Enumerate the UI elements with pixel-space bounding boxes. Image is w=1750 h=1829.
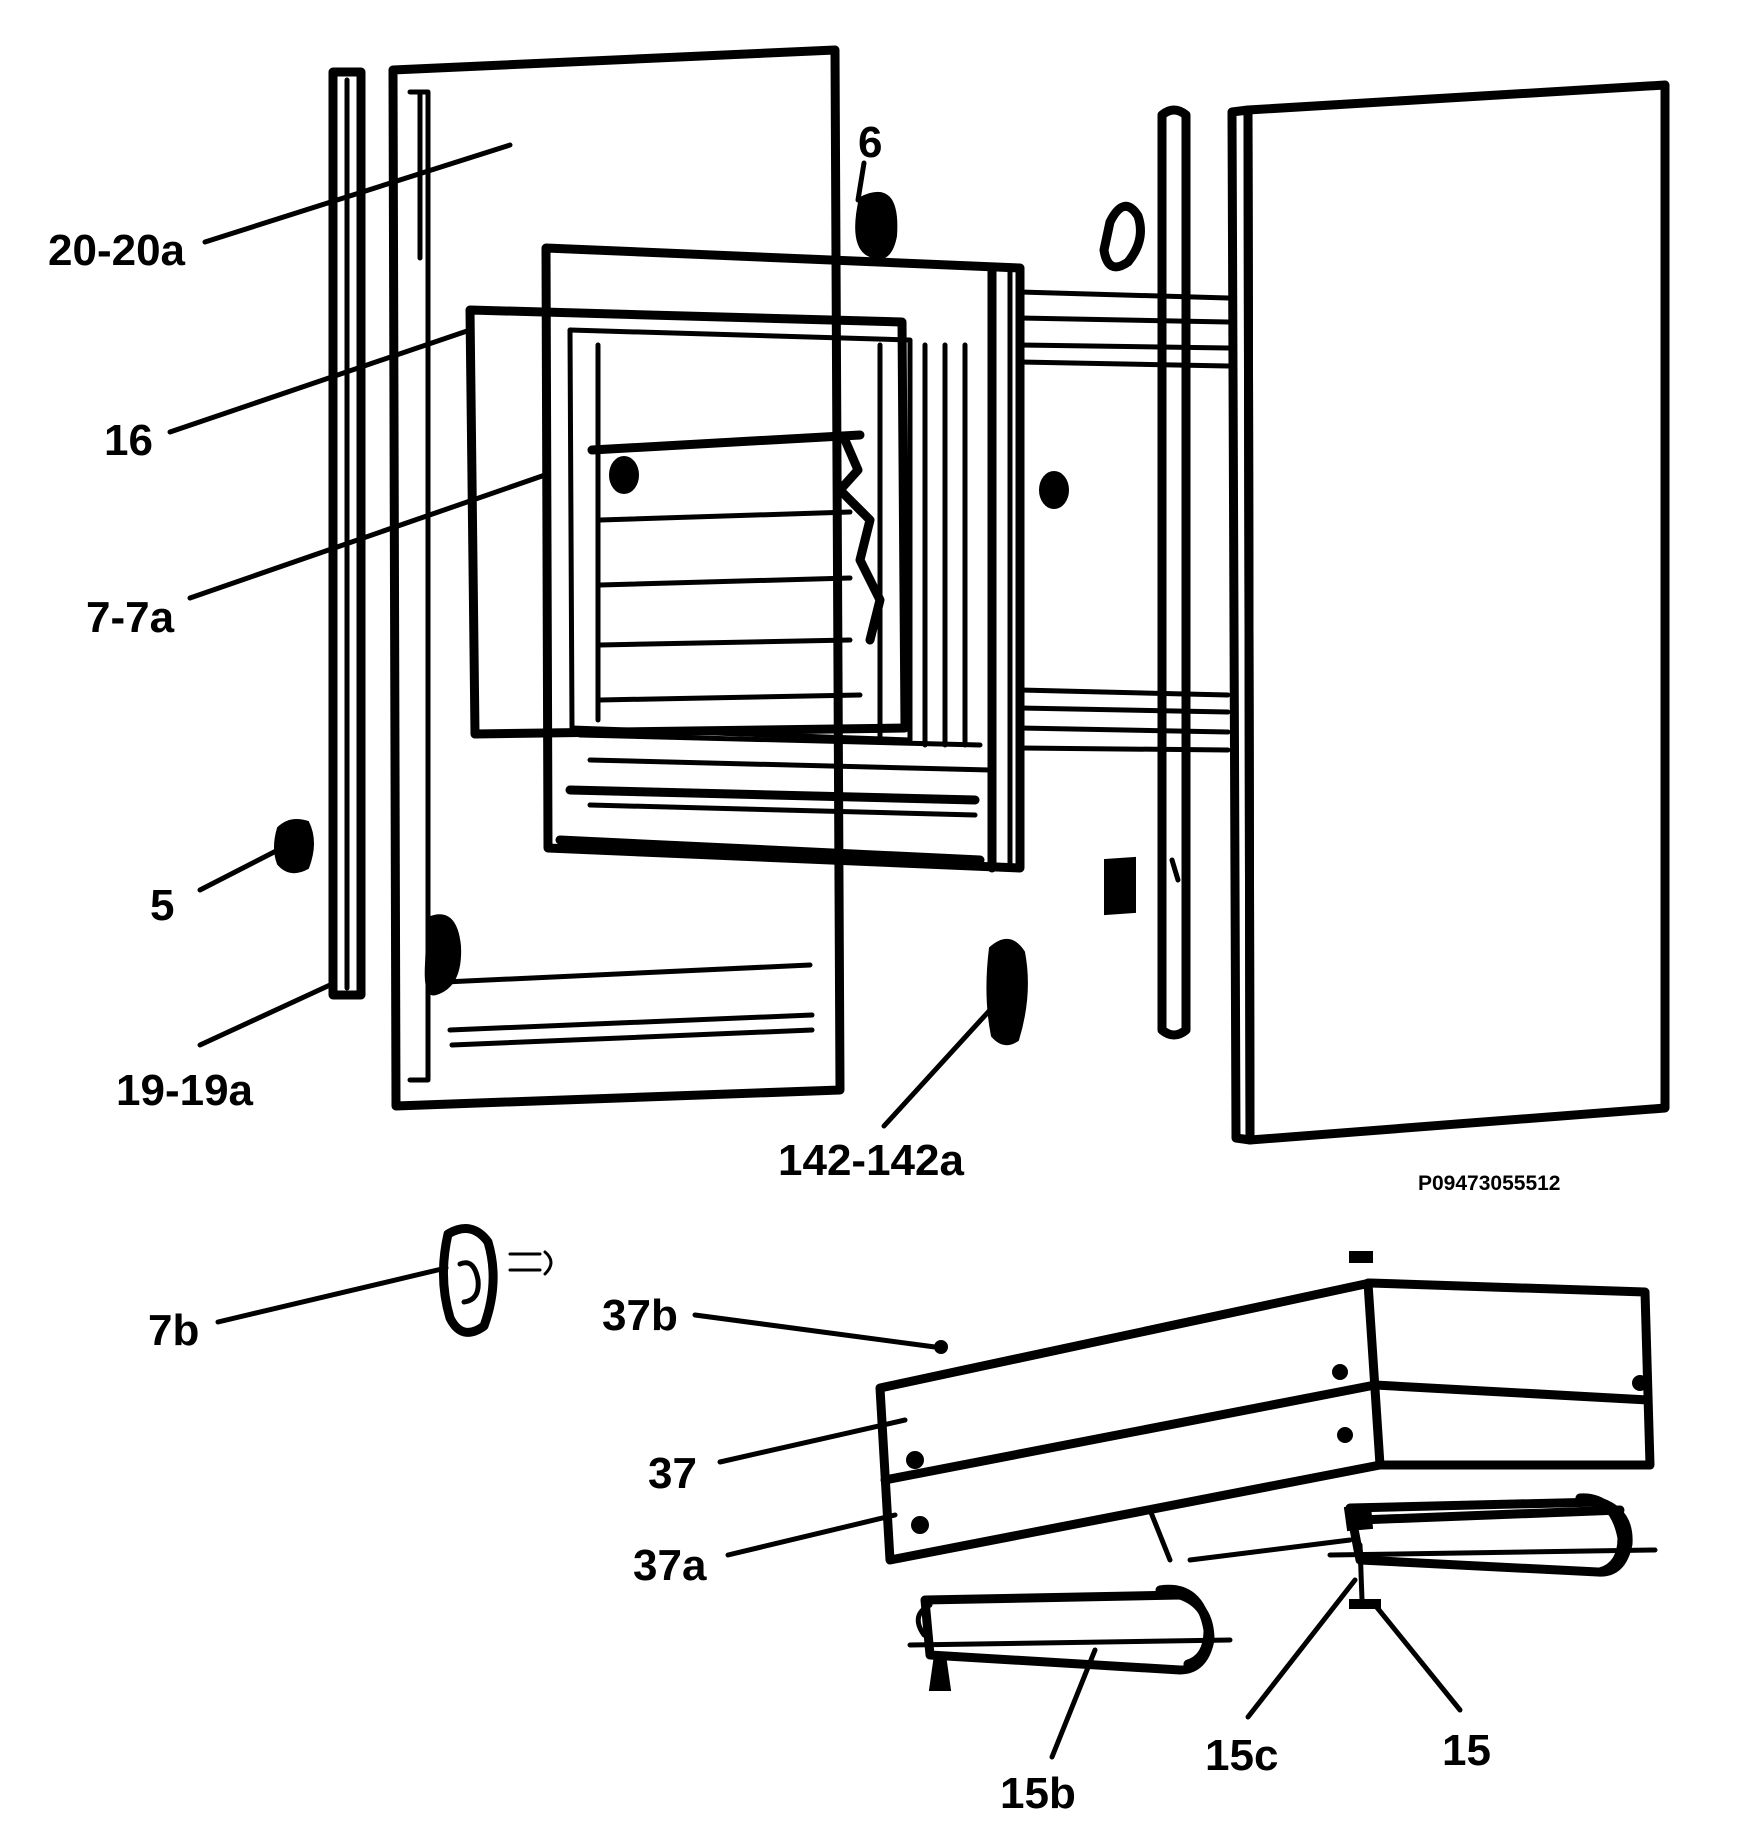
leader-15 — [1372, 1602, 1463, 1713]
part-7b-knob — [439, 1224, 553, 1337]
callout-15: 15 — [1442, 1726, 1491, 1775]
callout-15b: 15b — [1000, 1769, 1076, 1818]
part-142-hinge-cover — [986, 939, 1028, 1046]
door-rails — [1017, 289, 1231, 753]
foot-15b — [907, 1584, 1233, 1691]
outer-hinge — [1099, 202, 1145, 272]
leader-7-7a — [187, 472, 548, 601]
leader-15b — [1049, 1647, 1098, 1760]
callout-37a: 37a — [633, 1541, 707, 1590]
leader-37b — [692, 1312, 938, 1350]
leader-6 — [855, 160, 867, 203]
door-shelf-frame — [465, 243, 1070, 873]
callout-labels: 20-20a 16 7-7a 5 19-19a 6 142-142a P0947… — [48, 118, 1560, 1818]
drawing-code: P09473055512 — [1418, 1172, 1560, 1195]
door-assembly — [274, 45, 1670, 1145]
inner-door-panel — [388, 45, 845, 1111]
plinth-feet-rail — [1147, 1505, 1625, 1563]
callout-19-19a: 19-19a — [116, 1066, 254, 1115]
upper-hinge — [855, 192, 898, 260]
plinth-box — [875, 1251, 1655, 1565]
outer-door-panel — [1227, 80, 1670, 1145]
leader-15c — [1245, 1577, 1358, 1720]
leader-16 — [167, 327, 473, 435]
part-5-block — [274, 819, 314, 874]
callout-142-142a: 142-142a — [778, 1136, 964, 1185]
leader-142-142a — [881, 1007, 993, 1129]
leader-37a — [725, 1512, 898, 1558]
latch-block — [1104, 856, 1136, 916]
callout-15c: 15c — [1205, 1731, 1278, 1780]
callout-7-7a: 7-7a — [86, 593, 175, 642]
leader-lines — [167, 142, 1463, 1760]
callout-6: 6 — [858, 118, 882, 167]
callout-5: 5 — [150, 881, 174, 930]
door-handle-bar — [1157, 105, 1191, 1040]
plinth-assembly — [439, 1224, 1658, 1691]
leader-20-20a — [202, 142, 513, 245]
callout-7b: 7b — [148, 1306, 199, 1355]
door-gasket-strip — [328, 67, 366, 1000]
callout-37b: 37b — [602, 1291, 678, 1340]
leader-5 — [197, 847, 281, 893]
callout-37: 37 — [648, 1449, 697, 1498]
leader-37 — [717, 1417, 908, 1465]
leader-7b — [215, 1265, 449, 1325]
foot-15 — [1327, 1493, 1658, 1609]
callout-20-20a: 20-20a — [48, 226, 186, 275]
callout-16: 16 — [104, 416, 153, 465]
leader-19-19a — [197, 982, 333, 1048]
